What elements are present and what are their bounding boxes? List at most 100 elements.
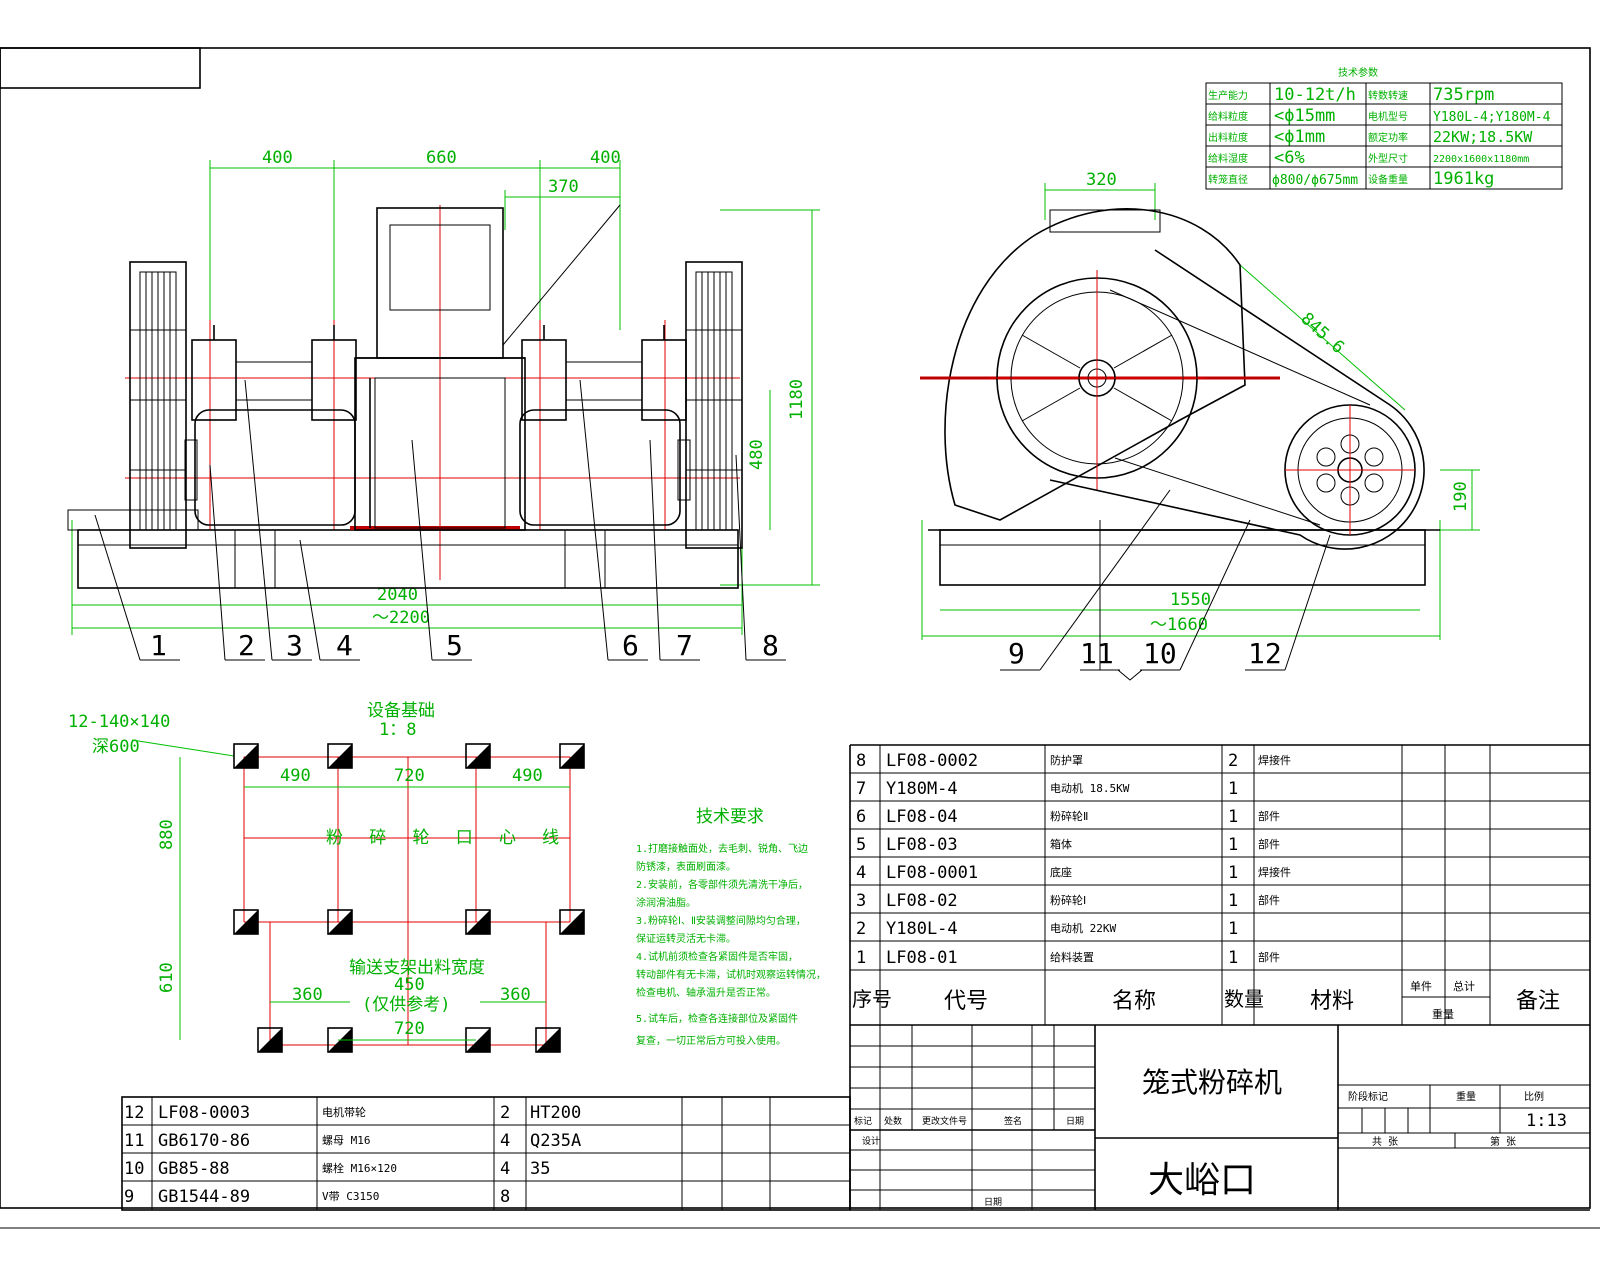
bom-cell-qty: 1: [1228, 779, 1238, 799]
bom-cell-no: 5: [856, 835, 866, 855]
side-base: [928, 529, 1440, 586]
bom-row: 8 LF08-0002 防护罩 2 焊接件: [856, 751, 1291, 771]
front-centerlines: [125, 205, 740, 580]
bom-cell-no: 11: [124, 1131, 144, 1151]
bom-cell-name: 粉碎轮Ⅱ: [1050, 809, 1088, 823]
foundation-title: 设备基础: [367, 701, 435, 721]
bom-cell-material: 焊接件: [1258, 865, 1291, 879]
param-label: 设备重量: [1368, 173, 1408, 186]
tech-params-title: 技术参数: [1338, 66, 1378, 79]
bom-cell-code: LF08-02: [886, 891, 958, 911]
bom-upper-table: 8 LF08-0002 防护罩 2 焊接件 7 Y180M-4 电动机 18.5…: [849, 744, 1590, 1210]
anchor-depth: 深600: [92, 737, 140, 757]
stage-scale-grid: 阶段标记 重量 比例 1:13 共 张 第 张: [1338, 1084, 1590, 1149]
callout-4: 4: [336, 629, 353, 662]
bom-cell-code: Y180M-4: [886, 779, 958, 799]
bom-cell-code: LF08-03: [886, 835, 958, 855]
v-belt-guard: [1049, 249, 1425, 550]
callout-5: 5: [446, 629, 463, 662]
param-value: 735rpm: [1433, 85, 1494, 105]
foundation-scale: 1：8: [379, 720, 416, 740]
left-motor: [184, 409, 356, 526]
tech-req-line: 1.打磨接触面处，去毛刺、锐角、飞边: [636, 842, 808, 855]
bom-cell-no: 6: [856, 807, 866, 827]
bom-cell-qty: 4: [500, 1159, 510, 1179]
tech-req-line: 5.试车后，检查各连接部位及紧固件: [636, 1012, 798, 1025]
side-leader-lines: [1000, 489, 1331, 671]
callout-9: 9: [1008, 637, 1025, 670]
tech-params-row: 生产能力 10-12t/h 转数转速 735rpm: [1208, 85, 1494, 105]
bom-cell-material: 部件: [1258, 950, 1280, 964]
side-dimensions: 320 845.6 190 1550 ～1660: [921, 170, 1480, 640]
bom-cell-name: 电动机 18.5KW: [1050, 781, 1130, 795]
tech-params-table: 技术参数 生产能力 10-12t/h 转数转速 735rpm 给料粒度 <ϕ15…: [1205, 66, 1563, 190]
bom-cell-qty: 1: [1228, 835, 1238, 855]
param-label: 额定功率: [1368, 131, 1408, 144]
technical-requirements: 技术要求 1.打磨接触面处，去毛刺、锐角、飞边 防锈漆，表面刷面漆。 2.安装前…: [636, 807, 826, 1047]
dim-880: 880: [157, 819, 177, 850]
param-value: 10-12t/h: [1274, 85, 1356, 105]
foundation-plan: 设备基础 1：8 12-140×140 深600: [68, 701, 585, 1053]
side-callouts: 9 11 10 12: [1008, 637, 1282, 670]
housing-shell: [920, 208, 1280, 521]
bom-cell-no: 8: [856, 751, 866, 771]
param-value: 2200x1600x1180mm: [1433, 154, 1529, 165]
param-value: <ϕ1mm: [1274, 127, 1325, 147]
sheet-number: 第 张: [1490, 1135, 1516, 1148]
bom-row: 5 LF08-03 箱体 1 部件: [856, 835, 1280, 855]
foundation-dims: 490 720 490 880 610 粉 碎 轮 口 心 线 输送支架出料宽度…: [157, 757, 570, 1041]
motor-pulley: [1284, 404, 1416, 536]
bom-cell-no: 2: [856, 919, 866, 939]
param-value: 22KW;18.5KW: [1433, 128, 1533, 146]
param-label: 转笼直径: [1208, 173, 1248, 186]
feed-hopper: [355, 204, 621, 359]
bom-cell-code: GB6170-86: [158, 1131, 250, 1151]
tech-req-line: 保证运转灵活无卡滞。: [636, 932, 736, 945]
dim-845: 845.6: [1297, 309, 1348, 358]
callout-11: 11: [1080, 637, 1114, 670]
bom-cell-code: LF08-01: [886, 948, 958, 968]
callout-10: 10: [1143, 637, 1177, 670]
stage-label: 阶段标记: [1348, 1090, 1388, 1103]
bom-lower-table: 12 LF08-0003 电机带轮 2 HT200 11 GB6170-86 螺…: [121, 1096, 851, 1211]
param-value: Y180L-4;Y180M-4: [1433, 110, 1551, 125]
dim-1660: ～1660: [1150, 615, 1208, 635]
left-protective-guard: [129, 261, 187, 549]
bom-row: 4 LF08-0001 底座 1 焊接件: [856, 863, 1291, 883]
bom-header-qty: 数量: [1224, 987, 1264, 1011]
dim-190: 190: [1451, 481, 1471, 512]
bom-cell-code: GB85-88: [158, 1159, 230, 1179]
dim-490-left: 490: [280, 766, 311, 786]
bom-cell-no: 7: [856, 779, 866, 799]
tech-req-title: 技术要求: [696, 807, 764, 827]
bom-row: 1 LF08-01 给料装置 1 部件: [856, 948, 1280, 968]
reference-label: (仅供参考): [362, 995, 450, 1015]
dim-490-right: 490: [512, 766, 543, 786]
front-callouts: 1 2 3 4 5 6 7 8: [150, 629, 779, 662]
bom-header-weight: 重量: [1432, 1007, 1454, 1021]
dim-610: 610: [157, 962, 177, 993]
bom-header-no: 序号: [852, 987, 892, 1011]
sheets-total: 共 张: [1372, 1136, 1398, 1148]
bom-cell-qty: 1: [1228, 948, 1238, 968]
param-label: 给料湿度: [1208, 152, 1248, 165]
bom-header-total: 总计: [1453, 979, 1475, 993]
bom-cell-material: 部件: [1258, 893, 1280, 907]
tech-req-line: 3.粉碎轮Ⅰ、Ⅱ安装调整间隙均匀合理，: [636, 914, 806, 927]
bom-cell-no: 10: [124, 1159, 144, 1179]
dim-720-top: 720: [394, 766, 425, 786]
callout-3: 3: [286, 629, 303, 662]
bom-cell-qty: 1: [1228, 919, 1238, 939]
param-label: 生产能力: [1208, 89, 1248, 102]
bom-cell-name: 箱体: [1050, 837, 1072, 851]
bom-cell-qty: 2: [1228, 751, 1238, 771]
weight-label: 重量: [1456, 1090, 1476, 1103]
bom-cell-no: 3: [856, 891, 866, 911]
dim-360-right: 360: [500, 985, 531, 1005]
bom-cell-code: LF08-0002: [886, 751, 978, 771]
tech-params-row: 给料粒度 <ϕ15mm 电机型号 Y180L-4;Y180M-4: [1208, 106, 1551, 126]
bom-header-unit: 单件: [1410, 980, 1432, 993]
param-label: 出料粒度: [1208, 131, 1248, 144]
right-motor: [519, 409, 691, 526]
